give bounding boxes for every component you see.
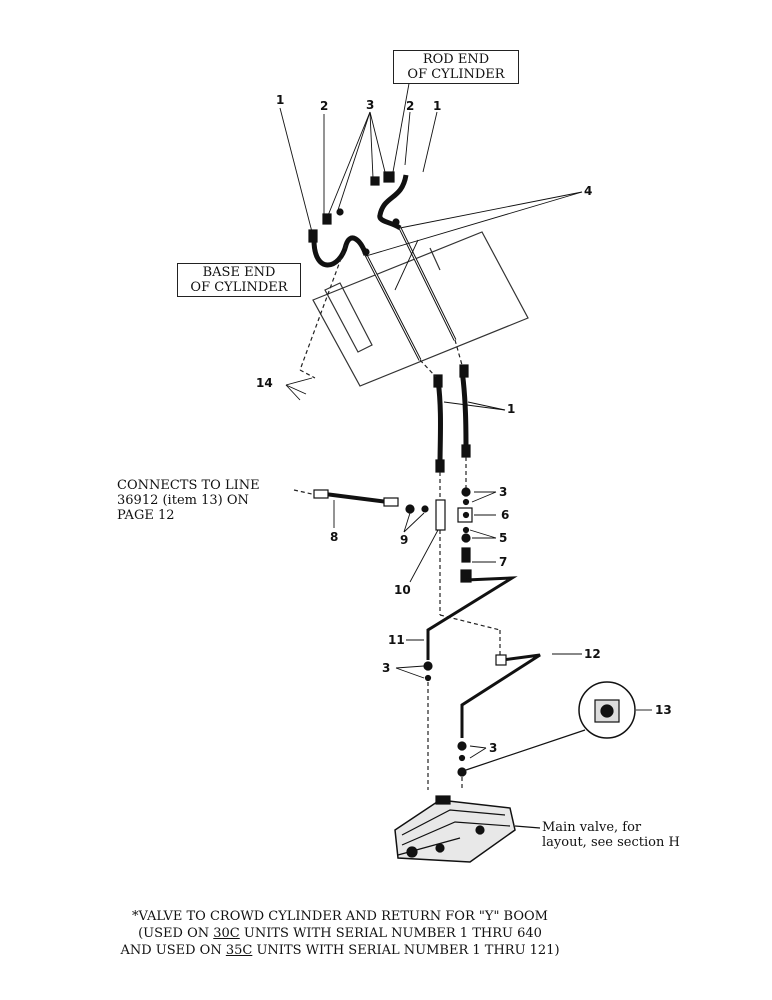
callout-2-top-right: 2 (406, 99, 415, 113)
callout-8: 8 (330, 530, 339, 544)
callout-11: 11 (388, 633, 405, 647)
tube-right (398, 227, 457, 341)
hose-lower-right (459, 369, 469, 451)
main-valve (394, 795, 541, 863)
main-valve-label: Main valve, for layout, see section H (542, 820, 680, 850)
callout-13: 13 (655, 703, 672, 717)
callout-5: 5 (499, 531, 508, 545)
hose-lower-left (435, 379, 443, 466)
callout-3-stack: 3 (499, 485, 508, 499)
line-8 (313, 489, 399, 507)
hose-rod-end (377, 174, 409, 231)
callout-3-top: 3 (366, 98, 375, 112)
valve-stack (457, 487, 473, 583)
tube-left (364, 254, 422, 361)
callout-1-top-left: 1 (276, 93, 285, 107)
leader-lines (279, 77, 652, 759)
caption-line-2: (USED ON 30C UNITS WITH SERIAL NUMBER 1 … (138, 926, 542, 941)
boom-outline (312, 231, 529, 387)
detail-13 (465, 681, 636, 771)
figure-caption: *VALVE TO CROWD CYLINDER AND RETURN FOR … (60, 908, 620, 959)
callout-3-bottom: 3 (489, 741, 498, 755)
tee-fitting (405, 499, 446, 531)
callout-1-hoses: 1 (507, 402, 516, 416)
top-fittings (308, 171, 400, 256)
callout-7: 7 (499, 555, 508, 569)
callout-4: 4 (584, 184, 593, 198)
tube-11 (426, 576, 518, 660)
callout-14: 14 (256, 376, 273, 390)
tube-12 (460, 653, 541, 738)
callout-2-top-left: 2 (320, 99, 329, 113)
rod-end-label: ROD END OF CYLINDER (393, 50, 519, 84)
callout-3-lower: 3 (382, 661, 391, 675)
caption-line-1: *VALVE TO CROWD CYLINDER AND RETURN FOR … (132, 909, 548, 924)
caption-line-3: AND USED ON 35C UNITS WITH SERIAL NUMBER… (120, 943, 560, 958)
connects-to-label: CONNECTS TO LINE 36912 (item 13) ON PAGE… (117, 478, 260, 523)
base-end-label: BASE END OF CYLINDER (177, 263, 301, 297)
callout-9: 9 (400, 533, 409, 547)
callout-10: 10 (394, 583, 411, 597)
callout-1-top-right: 1 (433, 99, 442, 113)
callout-12: 12 (584, 647, 601, 661)
callout-6: 6 (501, 508, 510, 522)
